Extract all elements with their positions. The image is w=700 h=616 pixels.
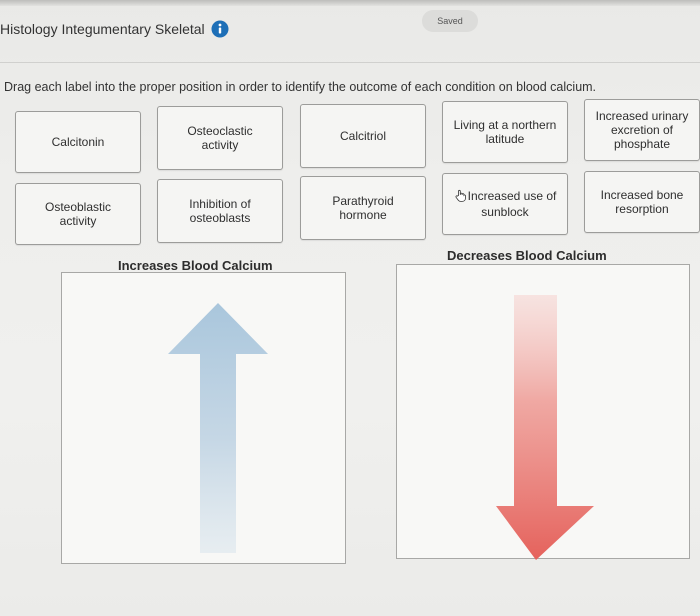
- label-line: phosphate: [613, 137, 671, 151]
- label-line: Osteoblastic: [44, 200, 112, 214]
- label-card-inhibition-osteoblasts[interactable]: Inhibition of osteoblasts: [157, 179, 283, 243]
- info-icon[interactable]: [211, 20, 229, 38]
- label-line: activity: [201, 138, 239, 152]
- label-line: sunblock: [481, 205, 529, 220]
- down-arrow-icon: [496, 295, 594, 560]
- label-line: Calcitriol: [339, 129, 386, 143]
- label-card-increased-sunblock[interactable]: Increased use of sunblock: [442, 173, 568, 235]
- hand-cursor-icon: [454, 189, 467, 203]
- label-line: hormone: [339, 208, 387, 222]
- window-top-edge: [0, 0, 700, 6]
- app-title: Histology Integumentary Skeletal: [0, 20, 229, 38]
- label-line: Increased use of: [467, 188, 557, 203]
- label-line: Osteoclastic: [187, 124, 253, 138]
- label-line: excretion of: [610, 123, 674, 137]
- label-line: Living at a northern: [453, 118, 557, 132]
- label-text: Inhibition of osteoblasts: [189, 197, 250, 225]
- label-line: Increased bone: [600, 188, 684, 202]
- label-line: latitude: [485, 132, 525, 146]
- app-title-text: Histology Integumentary Skeletal: [0, 21, 205, 37]
- label-line: osteoblasts: [189, 211, 251, 225]
- decrease-zone-title: Decreases Blood Calcium: [447, 248, 607, 263]
- label-card-calcitonin[interactable]: Calcitonin: [15, 111, 141, 173]
- label-card-increased-bone-resorption[interactable]: Increased bone resorption: [584, 171, 700, 233]
- instructions-text: Drag each label into the proper position…: [4, 80, 597, 94]
- label-card-parathyroid-hormone[interactable]: Parathyroid hormone: [300, 176, 426, 240]
- label-card-osteoblastic-activity[interactable]: Osteoblastic activity: [15, 183, 141, 245]
- saved-status-badge: Saved: [422, 10, 478, 32]
- label-text: Living at a northern latitude: [454, 118, 557, 146]
- label-line: Increased urinary: [595, 109, 689, 123]
- label-card-living-northern-latitude[interactable]: Living at a northern latitude: [442, 101, 568, 163]
- label-text: Calcitriol: [340, 129, 386, 143]
- label-text: Increased use of sunblock: [454, 188, 557, 220]
- label-text: Parathyroid hormone: [332, 194, 393, 222]
- label-text: Increased bone resorption: [601, 188, 684, 216]
- header-divider: [0, 62, 700, 63]
- label-line: activity: [59, 214, 97, 228]
- label-line: Parathyroid: [332, 194, 394, 208]
- label-text: Osteoblastic activity: [45, 200, 111, 228]
- label-line: resorption: [615, 202, 669, 216]
- label-first-line: Increased use of: [454, 188, 557, 203]
- up-arrow-icon: [168, 303, 268, 553]
- label-text: Calcitonin: [52, 135, 105, 149]
- increase-zone-title: Increases Blood Calcium: [118, 258, 273, 273]
- label-line: Calcitonin: [51, 135, 105, 149]
- label-card-calcitriol[interactable]: Calcitriol: [300, 104, 426, 168]
- label-text: Increased urinary excretion of phosphate: [596, 109, 689, 151]
- label-card-osteoclastic-activity[interactable]: Osteoclastic activity: [157, 106, 283, 170]
- label-text: Osteoclastic activity: [187, 124, 252, 152]
- label-line: Inhibition of: [189, 197, 251, 211]
